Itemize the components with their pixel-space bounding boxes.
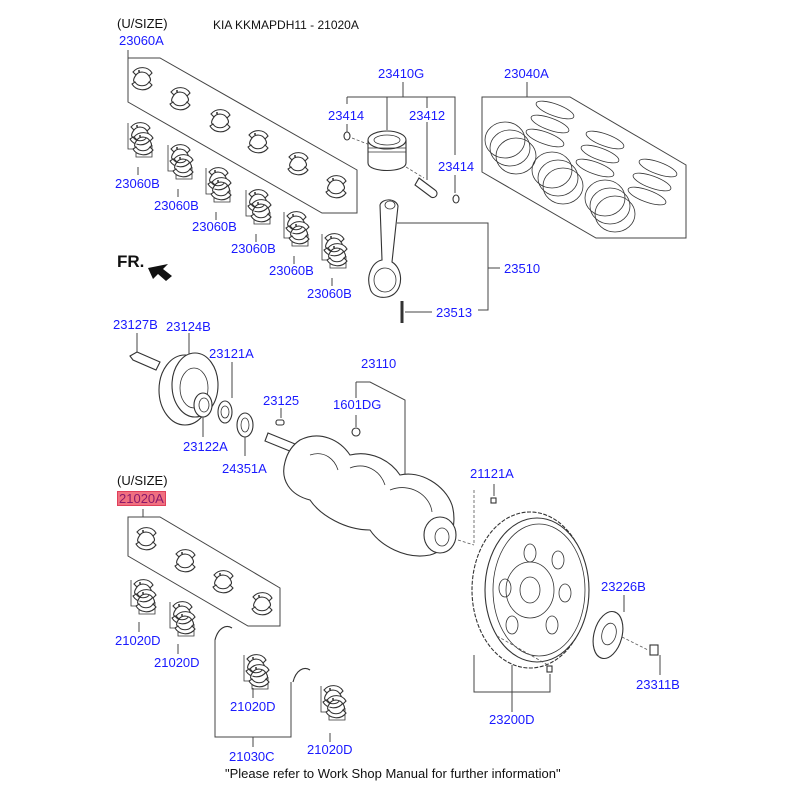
part-label-23122A[interactable]: 23122A [183, 439, 228, 454]
part-label-1601DG[interactable]: 1601DG [333, 397, 382, 412]
front-direction-label: FR. [117, 252, 145, 271]
piston-ring-set-23040A[interactable] [481, 82, 687, 239]
part-label-23060B[interactable]: 23060B [269, 263, 314, 278]
part-label-23410G[interactable]: 23410G [378, 66, 425, 81]
part-label-23412[interactable]: 23412 [409, 108, 446, 123]
front-arrow-icon [148, 264, 172, 281]
part-label-23513[interactable]: 23513 [436, 305, 473, 320]
pulley-group[interactable] [129, 333, 285, 456]
bearing-23060B-group[interactable] [128, 123, 347, 286]
connecting-rod-23510[interactable] [368, 199, 500, 323]
bearing-21020D-group[interactable] [131, 580, 346, 742]
part-label-23414[interactable]: 23414 [438, 159, 475, 174]
part-label-23510[interactable]: 23510 [504, 261, 541, 276]
part-label-21020D[interactable]: 21020D [154, 655, 200, 670]
part-label-23060A[interactable]: 23060A [119, 33, 164, 48]
part-label-23060B[interactable]: 23060B [115, 176, 160, 191]
part-label-23040A[interactable]: 23040A [504, 66, 549, 81]
part-label-21020D[interactable]: 21020D [307, 742, 353, 757]
part-label-23311B[interactable]: 23311B [636, 677, 680, 692]
usize-label-bottom: (U/SIZE) [117, 473, 168, 488]
part-label-21020A-highlighted[interactable]: 21020A [117, 491, 166, 506]
part-label-21020D[interactable]: 21020D [115, 633, 161, 648]
usize-label-top: (U/SIZE) [117, 16, 168, 31]
part-label-23125[interactable]: 23125 [263, 393, 300, 408]
thrust-washer-21030C[interactable] [214, 625, 311, 748]
part-label-23414[interactable]: 23414 [328, 108, 365, 123]
part-label-23124B[interactable]: 23124B [166, 319, 211, 334]
part-label-24351A[interactable]: 24351A [222, 461, 267, 476]
part-label-23060B[interactable]: 23060B [231, 241, 276, 256]
flywheel-23200D[interactable] [457, 484, 590, 712]
part-label-23226B[interactable]: 23226B [601, 579, 646, 594]
part-label-23060B[interactable]: 23060B [307, 286, 352, 301]
diagram-title: KIA KKMAPDH11 - 21020A [213, 18, 359, 32]
bearing-set-23060A[interactable] [127, 50, 358, 214]
part-label-23060B[interactable]: 23060B [192, 219, 237, 234]
piston-assembly-23410G[interactable] [343, 82, 460, 204]
part-label-23110[interactable]: 23110 [361, 356, 397, 371]
part-label-23060B[interactable]: 23060B [154, 198, 199, 213]
part-label-21030C[interactable]: 21030C [229, 749, 275, 764]
part-label-23127B[interactable]: 23127B [113, 317, 158, 332]
part-label-23121A[interactable]: 23121A [209, 346, 254, 361]
part-label-21020D[interactable]: 21020D [230, 699, 276, 714]
bearing-set-21020A[interactable] [127, 509, 281, 627]
crankshaft-23110[interactable] [264, 381, 457, 557]
adapter-plate-23226B[interactable] [588, 595, 661, 675]
part-label-23200D[interactable]: 23200D [489, 712, 535, 727]
part-label-21121A[interactable]: 21121A [470, 466, 514, 481]
footer-note: "Please refer to Work Shop Manual for fu… [225, 766, 561, 781]
